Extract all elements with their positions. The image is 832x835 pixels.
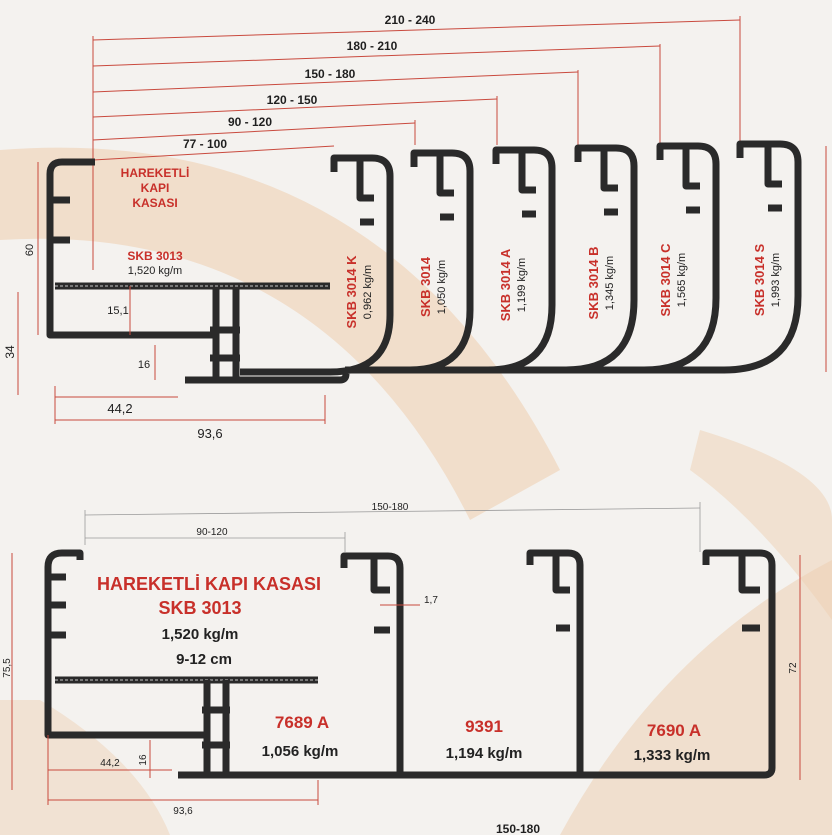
dim-75-5: 75,5 bbox=[2, 658, 13, 678]
range-label: 180 - 210 bbox=[347, 39, 398, 53]
main-weight: 1,520 kg/m bbox=[128, 265, 182, 277]
range-label: 120 - 150 bbox=[267, 93, 318, 107]
bottom-main-frame bbox=[44, 549, 400, 779]
dim-1-7: 1,7 bbox=[424, 595, 438, 606]
main-title-line: HAREKETLİ bbox=[121, 165, 190, 180]
profile-weight: 1,345 kg/m bbox=[604, 256, 616, 310]
bottom-dimensions bbox=[11, 553, 801, 805]
dim-60: 60 bbox=[24, 244, 36, 256]
profile-code: SKB 3014 K bbox=[344, 255, 359, 329]
profile-code: SKB 3014 A bbox=[498, 248, 513, 321]
profile-weight: 1,050 kg/m bbox=[436, 260, 448, 314]
profile-weight: 1,194 kg/m bbox=[446, 745, 523, 762]
main-frame-profile bbox=[46, 158, 350, 384]
main-code: SKB 3013 bbox=[127, 249, 183, 263]
background-band-right bbox=[690, 430, 832, 620]
range-dimension-lines bbox=[92, 16, 741, 270]
profile-weight: 1,333 kg/m bbox=[634, 747, 711, 764]
bottom-profile-7689a bbox=[340, 552, 404, 775]
bottom-span: 9-12 cm bbox=[176, 651, 232, 668]
background-band-lower-right bbox=[560, 560, 832, 835]
bottom-title: HAREKETLİ KAPI KASASI bbox=[97, 574, 321, 594]
range-label: 210 - 240 bbox=[385, 13, 436, 27]
extension-profile bbox=[470, 144, 638, 374]
dim-16: 16 bbox=[138, 754, 149, 766]
profile-weight: 1,056 kg/m bbox=[262, 743, 339, 760]
bottom-profile-9391 bbox=[400, 549, 584, 779]
bottom-profile-7690a bbox=[580, 549, 776, 779]
profile-weight: 1,993 kg/m bbox=[770, 253, 782, 307]
range-label: 150 - 180 bbox=[305, 67, 356, 81]
background-band bbox=[0, 147, 560, 520]
dim-44-2: 44,2 bbox=[100, 758, 120, 769]
dim-15-1: 15,1 bbox=[107, 305, 128, 317]
profile-code: 7690 A bbox=[647, 721, 701, 740]
profile-weight: 0,962 kg/m bbox=[362, 265, 374, 319]
main-title-line: KASASI bbox=[132, 196, 177, 210]
bottom-range-label: 90-120 bbox=[196, 527, 228, 538]
dim-34: 34 bbox=[3, 345, 17, 359]
dim-93-6: 93,6 bbox=[197, 426, 222, 441]
top-dimensions bbox=[17, 162, 326, 424]
dim-44-2: 44,2 bbox=[107, 401, 132, 416]
cut-off-label: 150-180 bbox=[496, 822, 540, 835]
bottom-range-lines bbox=[84, 502, 701, 552]
dim-93-6: 93,6 bbox=[173, 806, 193, 817]
extension-profile bbox=[552, 142, 720, 374]
dim-72: 72 bbox=[788, 662, 799, 674]
profile-weight: 1,199 kg/m bbox=[516, 258, 528, 312]
profile-code: SKB 3014 bbox=[418, 256, 433, 317]
background-band-lower bbox=[0, 700, 170, 835]
extension-profile bbox=[634, 140, 802, 374]
profile-code: SKB 3014 B bbox=[586, 247, 601, 320]
profile-code: 7689 A bbox=[275, 713, 329, 732]
profile-code: SKB 3014 C bbox=[658, 243, 673, 317]
main-title-line: KAPI bbox=[141, 181, 170, 195]
bottom-range-label: 150-180 bbox=[372, 502, 409, 513]
range-label: 90 - 120 bbox=[228, 115, 272, 129]
bottom-weight: 1,520 kg/m bbox=[162, 626, 239, 643]
profile-weight: 1,565 kg/m bbox=[676, 253, 688, 307]
profile-code: SKB 3014 S bbox=[752, 244, 767, 317]
range-label: 77 - 100 bbox=[183, 137, 227, 151]
profile-code: 9391 bbox=[465, 717, 503, 736]
dim-16: 16 bbox=[138, 359, 150, 371]
bottom-code: SKB 3013 bbox=[158, 598, 241, 618]
